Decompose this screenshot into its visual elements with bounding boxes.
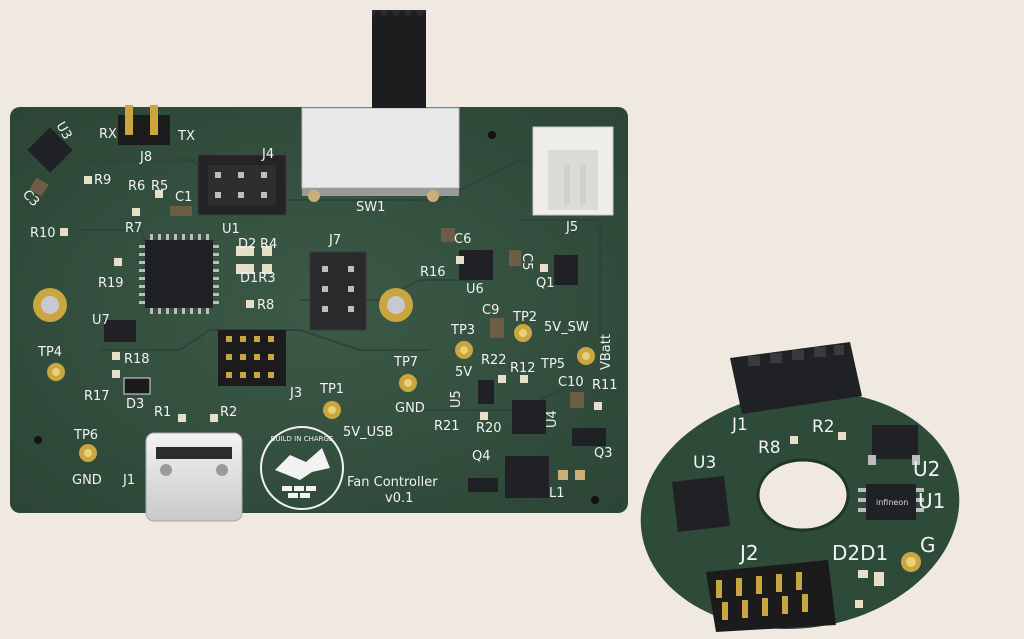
chip-u2 — [868, 425, 920, 465]
build-in-charge-logo: BUILD IN CHARGE — [260, 426, 344, 510]
label-tp3: TP3 — [450, 323, 475, 338]
label-round-u2: U2 — [913, 457, 940, 481]
label-round-d2d1: D2D1 — [832, 541, 888, 565]
label-q4: Q4 — [472, 449, 491, 464]
label-r16: R16 — [420, 265, 446, 280]
round-silkscreen-labels: J1 R8 R2 U3 U2 U1 J2 D2D1 G — [693, 415, 945, 565]
label-r1: R1 — [154, 405, 171, 420]
label-c6: C6 — [454, 232, 471, 247]
label-r2: R2 — [220, 405, 237, 420]
label-5v-usb: 5V_USB — [343, 425, 393, 440]
label-r11: R11 — [592, 378, 618, 393]
label-l1: L1 — [549, 486, 565, 501]
u1-marking: infineon — [876, 498, 908, 507]
label-r9: R9 — [94, 173, 111, 188]
label-round-u1: U1 — [918, 489, 945, 513]
label-c10: C10 — [558, 375, 584, 390]
connector-j7[interactable] — [309, 251, 367, 331]
label-r21: R21 — [434, 419, 460, 434]
label-j7: J7 — [328, 233, 341, 248]
chip-u1: infineon — [858, 484, 924, 520]
label-tp7: TP7 — [393, 355, 418, 370]
header-j2[interactable] — [706, 560, 836, 632]
label-tx: TX — [177, 129, 195, 144]
usb-c-connector-j1[interactable] — [145, 432, 243, 522]
label-r8: R8 — [257, 298, 274, 313]
label-tp6: TP6 — [73, 428, 98, 443]
label-c5: C5 — [519, 253, 534, 270]
chip-u3-round — [672, 476, 730, 532]
smd-components — [29, 176, 606, 498]
label-r18: R18 — [124, 352, 150, 367]
test-points[interactable] — [47, 324, 595, 462]
label-tp2: TP2 — [512, 310, 537, 325]
label-j3: J3 — [289, 386, 302, 401]
label-5v: 5V — [455, 365, 472, 380]
label-round-r2: R2 — [812, 417, 835, 437]
round-pcb-board: infineon J1 R8 — [640, 342, 960, 632]
microcontroller-u1 — [139, 234, 219, 314]
label-round-j1: J1 — [731, 415, 748, 435]
label-r20: R20 — [476, 421, 502, 436]
label-rx: RX — [99, 127, 117, 142]
label-round-g: G — [920, 533, 936, 557]
label-r19: R19 — [98, 276, 124, 291]
label-j8: J8 — [139, 150, 152, 165]
label-r6: R6 — [128, 179, 145, 194]
label-tp5: TP5 — [540, 357, 565, 372]
label-c1: C1 — [175, 190, 192, 205]
label-tp4: TP4 — [37, 345, 62, 360]
label-sw1: SW1 — [356, 200, 385, 215]
label-r22: R22 — [481, 353, 507, 368]
label-d1r3: D1R3 — [240, 271, 276, 286]
mounting-holes — [33, 131, 600, 504]
label-r7: R7 — [125, 221, 142, 236]
board-title-line1: Fan Controller — [347, 475, 438, 490]
label-q3: Q3 — [594, 446, 613, 461]
silkscreen-labels: RX TX J8 U3 C3 R9 R10 J4 SW1 J5 R6 R5 C1… — [19, 120, 617, 507]
label-vbatt: VBatt — [599, 334, 614, 370]
label-q1: Q1 — [536, 276, 555, 291]
board-title-line2: v0.1 — [385, 491, 413, 506]
main-pcb-board: BUILD IN CHARGE RX TX J8 U3 C3 R9 R10 J4… — [10, 10, 628, 522]
label-u6: U6 — [466, 282, 484, 297]
label-c9: C9 — [482, 303, 499, 318]
label-gnd-tp7: GND — [395, 401, 425, 416]
label-j4: J4 — [261, 147, 274, 162]
label-u5: U5 — [449, 390, 464, 408]
chip-u3 — [27, 127, 73, 173]
connector-j4[interactable] — [197, 154, 287, 216]
socket-j1[interactable] — [730, 342, 862, 414]
inductor-l1 — [558, 470, 585, 480]
label-round-r8: R8 — [758, 438, 781, 458]
label-j5: J5 — [565, 220, 578, 235]
label-d3: D3 — [126, 397, 144, 412]
label-gnd-tp6: GND — [72, 473, 102, 488]
label-u4: U4 — [545, 410, 560, 428]
label-r10: R10 — [30, 226, 56, 241]
label-d2: D2 — [238, 237, 256, 252]
label-round-u3: U3 — [693, 453, 716, 473]
label-r5: R5 — [151, 179, 168, 194]
label-u7: U7 — [92, 313, 110, 328]
logo-text: BUILD IN CHARGE — [271, 435, 334, 443]
label-u1: U1 — [222, 222, 240, 237]
header-j3[interactable] — [218, 330, 286, 386]
round-smd-components — [790, 432, 884, 608]
label-r4: R4 — [260, 237, 277, 252]
header-j8[interactable] — [118, 105, 170, 145]
label-tp1: TP1 — [319, 382, 344, 397]
test-point-g[interactable] — [901, 552, 921, 572]
label-j1: J1 — [122, 473, 135, 488]
label-5v-sw: 5V_SW — [544, 320, 589, 335]
label-r17: R17 — [84, 389, 110, 404]
label-round-j2: J2 — [738, 541, 759, 565]
label-r12: R12 — [510, 361, 536, 376]
connector-j5[interactable] — [532, 126, 614, 216]
slide-switch-sw1[interactable] — [301, 10, 460, 202]
